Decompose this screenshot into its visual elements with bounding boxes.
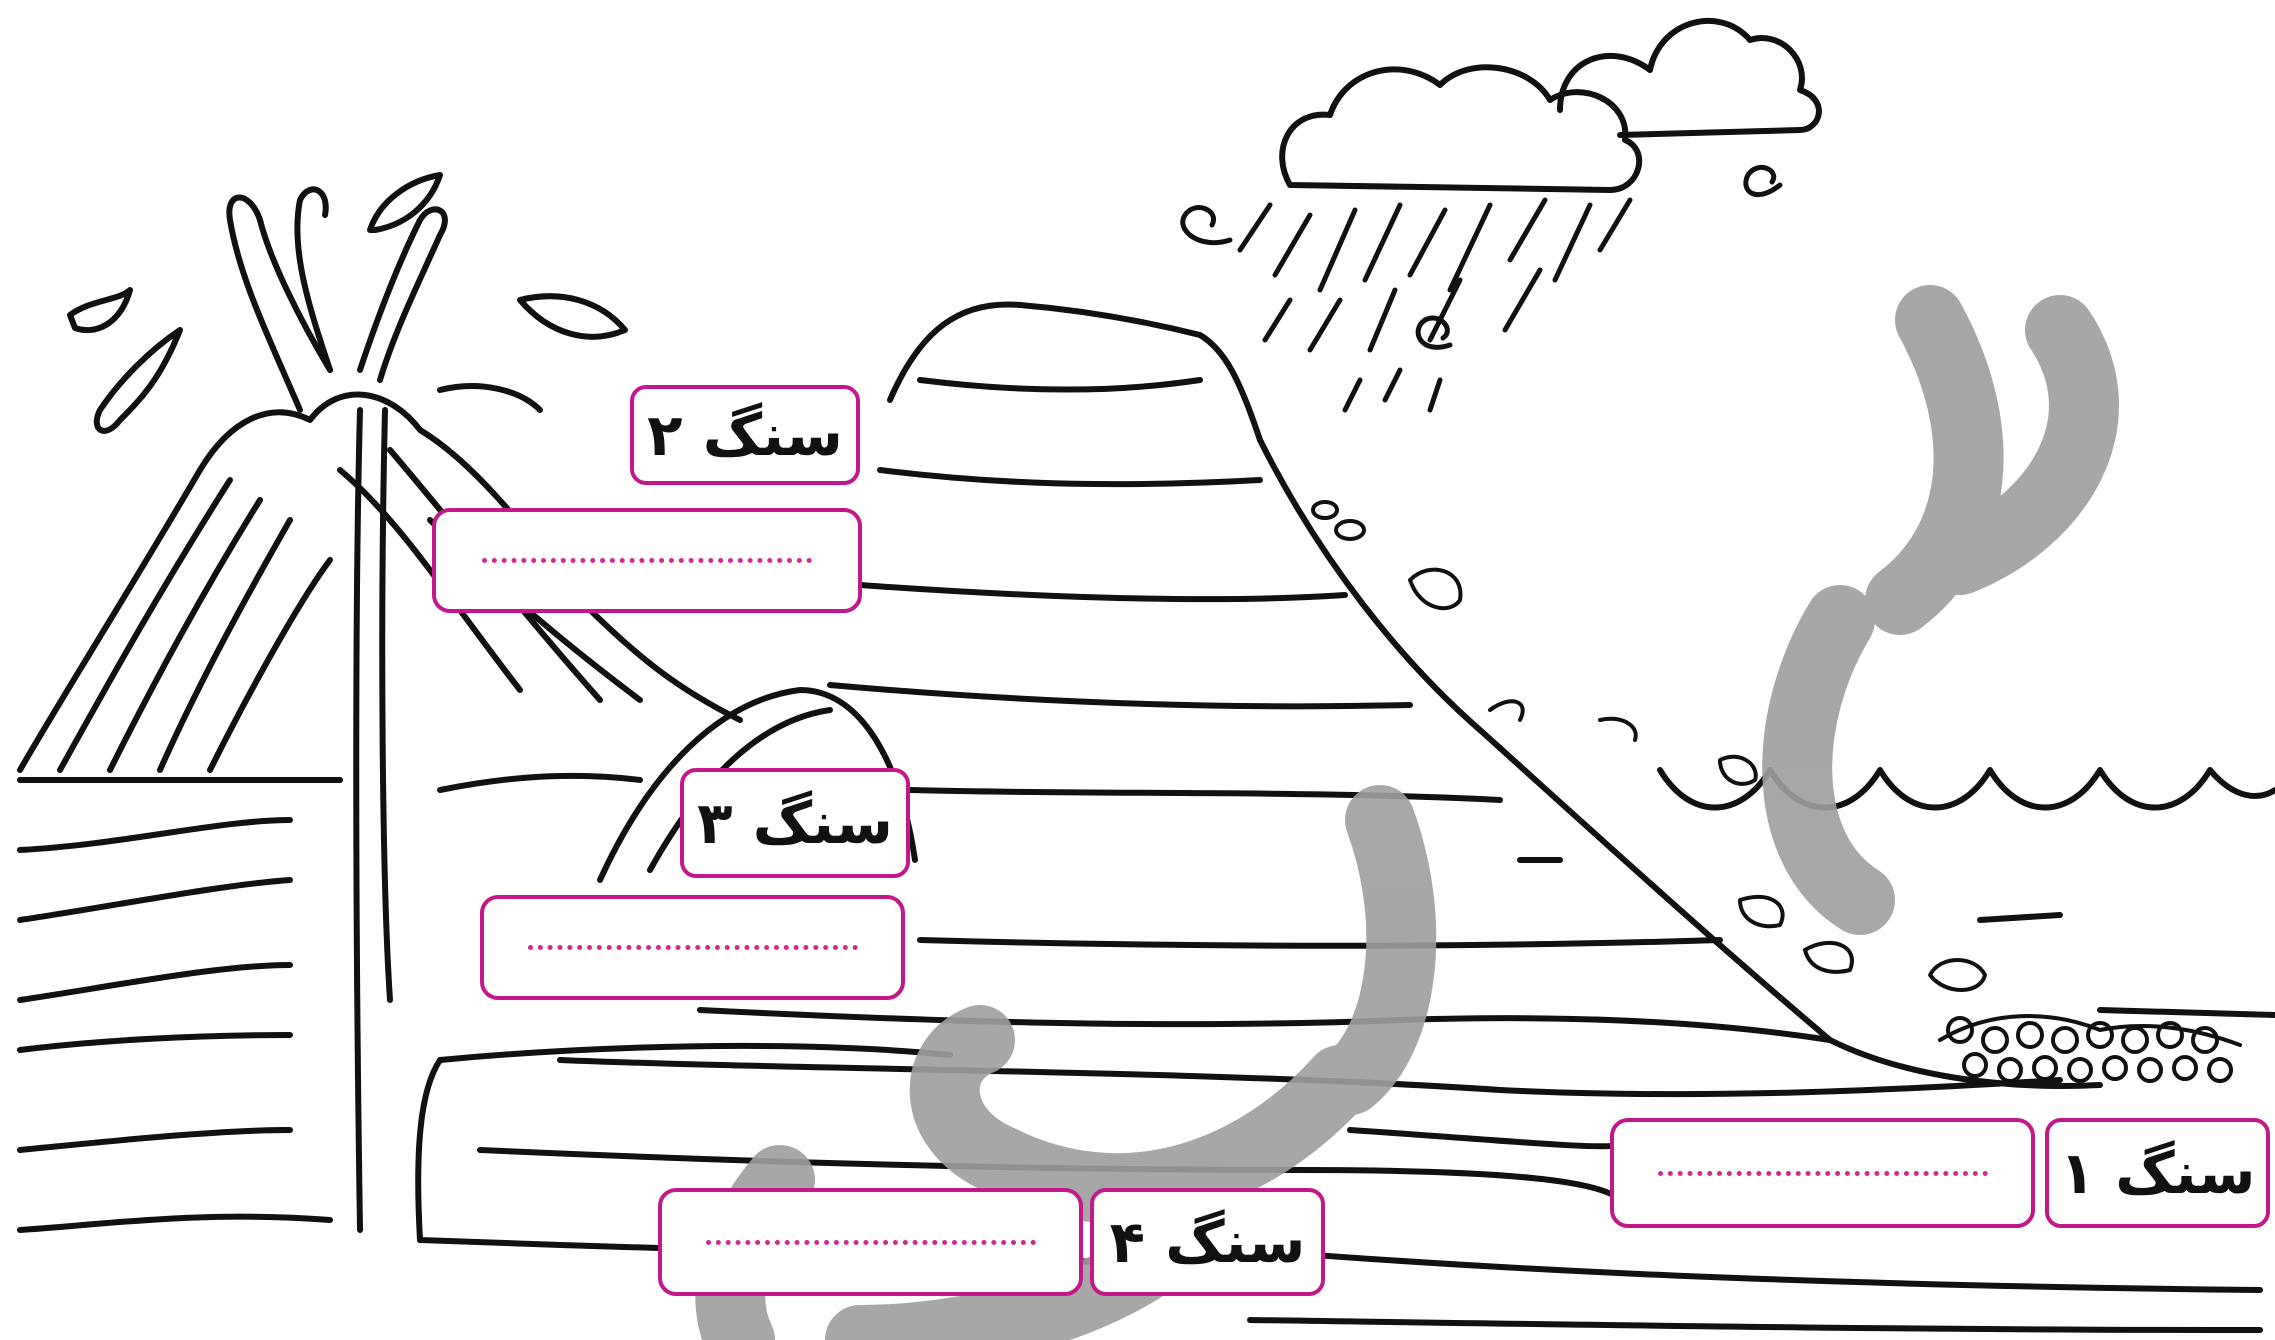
rock-3-label: سنگ ۳ <box>680 768 910 878</box>
rock-3-answer-field[interactable] <box>480 895 905 1000</box>
answer-blank <box>482 558 812 563</box>
rock-2-answer-field[interactable] <box>432 508 862 613</box>
rock-4-label: سنگ ۴ <box>1090 1188 1325 1296</box>
sea-wave-icon <box>1520 770 2275 1015</box>
mountain <box>880 304 2100 1085</box>
left-strata <box>20 780 340 1230</box>
rain-icon <box>1240 200 1630 410</box>
answer-blank <box>1658 1171 1988 1176</box>
rock-1-label: سنگ ۱ <box>2045 1118 2270 1228</box>
rock-4-answer-field[interactable] <box>658 1188 1083 1296</box>
volcano-icon <box>20 175 740 1230</box>
rock-1-answer-field[interactable] <box>1610 1118 2035 1228</box>
rock-2-label: سنگ ۲ <box>630 385 860 485</box>
answer-blank <box>706 1240 1036 1245</box>
cloud-icon <box>1282 21 1819 190</box>
answer-blank <box>528 945 858 950</box>
wind-swirl-icon <box>1183 167 1780 347</box>
